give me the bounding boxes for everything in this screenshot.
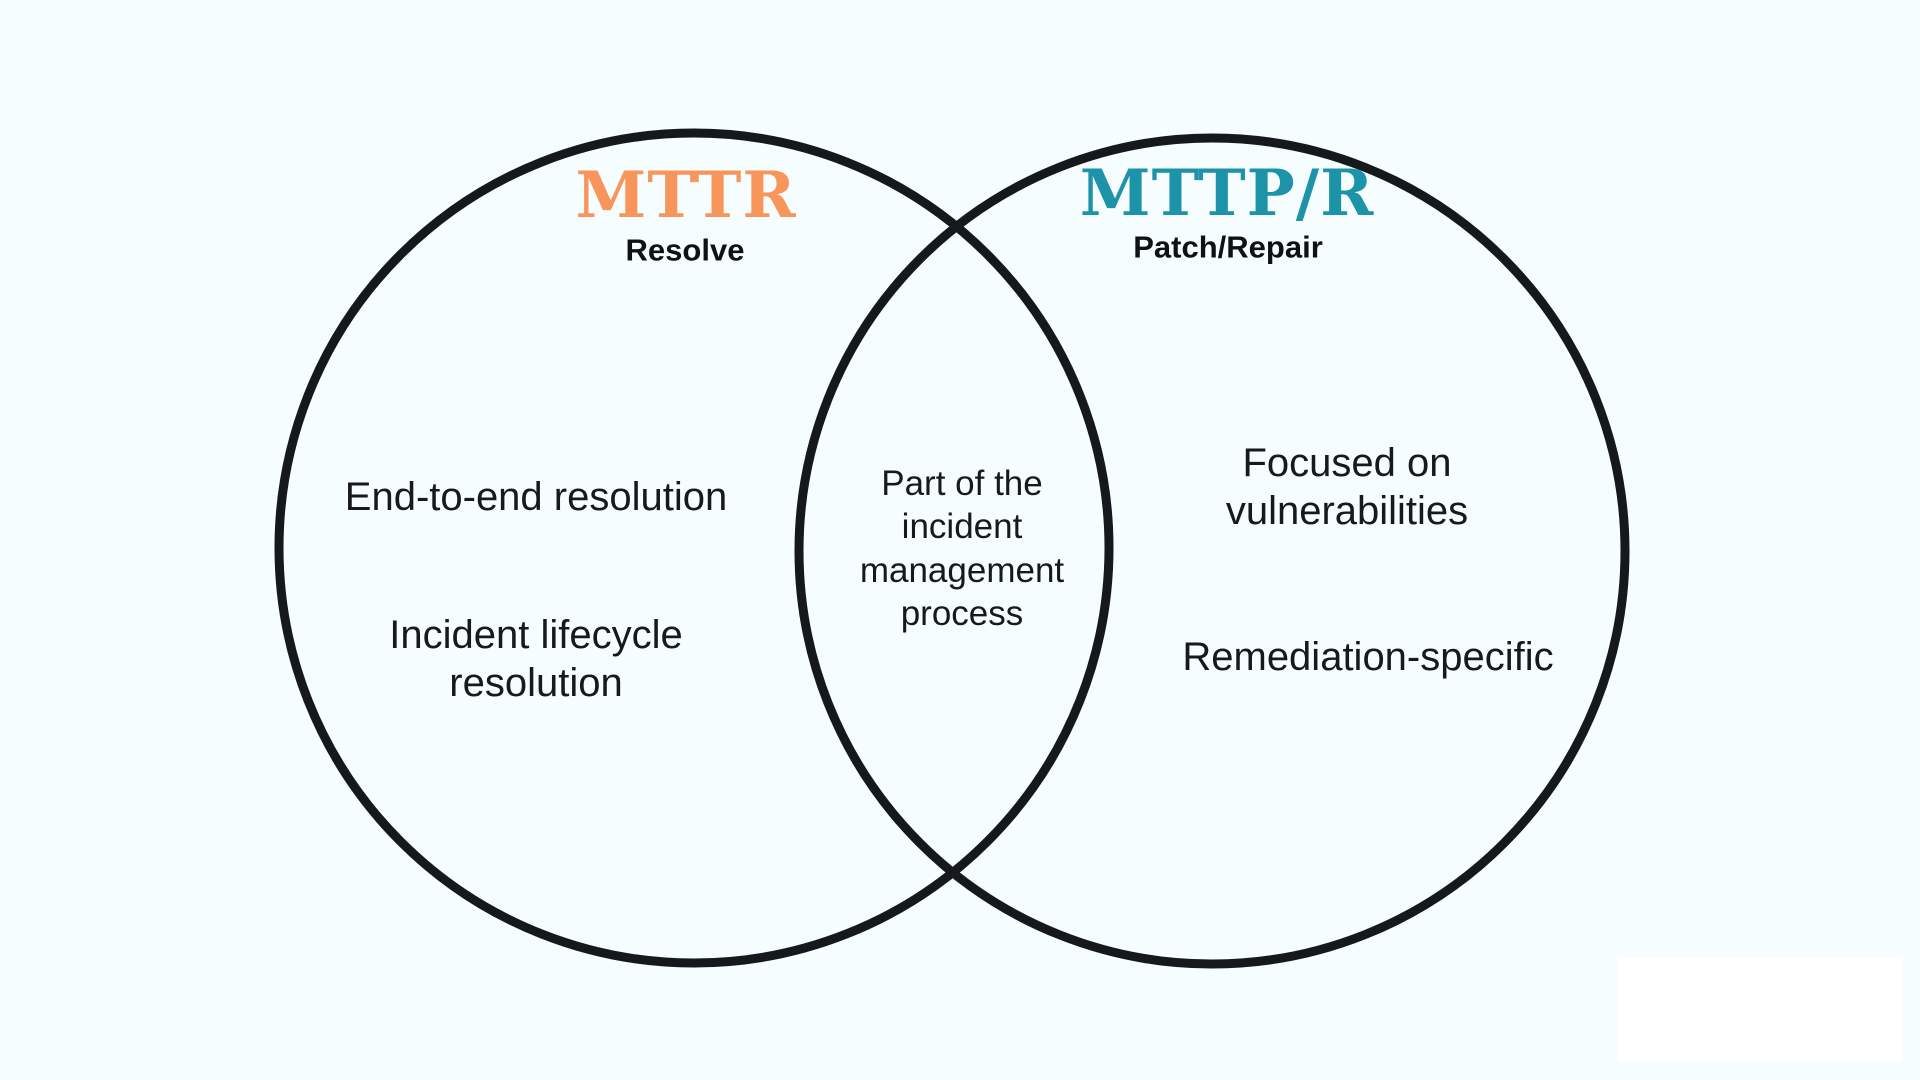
right-circle-title: MTTP/R [1079,156,1375,231]
right-circle [794,133,1630,969]
left-circle-title: MTTR [575,158,797,233]
right-circle-subtitle: Patch/Repair [1133,229,1323,265]
watermark-cover [1617,957,1903,1062]
left-circle [274,128,1114,968]
right-circle-item-2: Remediation-specific [1182,635,1554,679]
left-circle-item-2: Incident lifecycle resolution [389,613,683,705]
overlap-label: Part of the incident management process [859,464,1065,634]
right-circle-item-1: Focused on vulnerabilities [1225,441,1469,533]
left-circle-item-1: End-to-end resolution [344,475,728,519]
left-circle-subtitle: Resolve [625,232,745,268]
